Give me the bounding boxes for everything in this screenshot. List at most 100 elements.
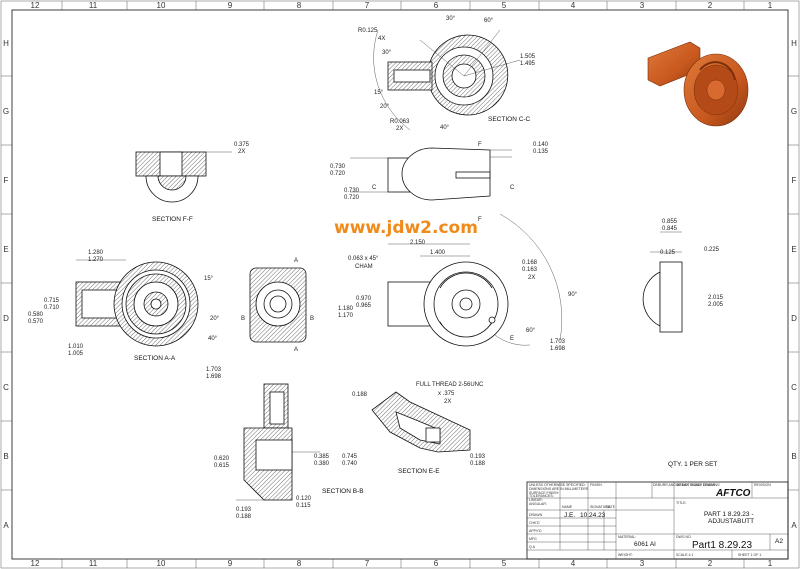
dim-text: 60° xyxy=(484,18,494,24)
section-f-f-view: 0.375 2X SECTION F-F xyxy=(135,142,250,223)
cut-label: A xyxy=(294,258,298,264)
tb-label: DEBURR AND BREAK SHARP EDGES xyxy=(653,483,716,487)
dim-text: R0.125 xyxy=(358,28,378,34)
section-label: SECTION F-F xyxy=(152,216,193,223)
dim-text: 1.005 xyxy=(68,351,84,357)
drawing-number: Part1 8.29.23 xyxy=(692,540,752,551)
col-label-bottom: 4 xyxy=(571,559,576,568)
col-label-top: 3 xyxy=(640,1,645,10)
dim-text: 1.495 xyxy=(520,61,536,67)
tb-label: DIMENSIONS ARE IN MILLIMETERS xyxy=(529,487,589,491)
dim-text: 0.163 xyxy=(522,267,538,273)
dim-text: 0.140 xyxy=(533,142,549,148)
tb-label: DO NOT SCALE DRAWING xyxy=(676,483,720,487)
row-label-right: B xyxy=(791,452,796,461)
dim-text: 40° xyxy=(440,125,450,131)
dim-text: 0.375 xyxy=(234,142,250,148)
drawn-by: J.E. xyxy=(564,512,575,519)
col-label-bottom: 10 xyxy=(157,559,166,568)
col-label-bottom: 2 xyxy=(708,559,713,568)
dim-text: 1.280 xyxy=(88,250,104,256)
sheet-size: A2 xyxy=(775,538,783,545)
dim-text: 1.010 xyxy=(68,344,84,350)
col-label-bottom: 6 xyxy=(434,559,439,568)
dim-text: 0.615 xyxy=(214,463,230,469)
tb-label: REVISION xyxy=(754,483,771,487)
dim-text: 2X xyxy=(396,126,403,132)
tb-label: MATERIAL: xyxy=(618,535,636,539)
dim-text: 2X xyxy=(528,275,535,281)
dim-text: 0.745 xyxy=(342,454,358,460)
tb-label: UNLESS OTHERWISE SPECIFIED: xyxy=(529,483,586,487)
dim-text: 1.698 xyxy=(550,346,566,352)
dim-text: 1.400 xyxy=(430,250,446,256)
dim-text: 0.168 xyxy=(522,260,538,266)
row-label-left: C xyxy=(3,383,9,392)
tb-label: NAME xyxy=(562,505,573,509)
row-label-left: D xyxy=(3,314,9,323)
dim-text: 0.740 xyxy=(342,461,358,467)
dim-text: 0.115 xyxy=(296,503,311,509)
dim-text: 0.570 xyxy=(28,319,44,325)
tb-label: MFG xyxy=(529,537,537,541)
dim-text: 0.063 x 45° xyxy=(348,256,379,262)
col-label-top: 2 xyxy=(708,1,713,10)
dim-text: x .375 xyxy=(438,391,455,397)
company-name: AFTCO xyxy=(715,488,751,499)
dim-text: 0.730 xyxy=(330,164,346,170)
dim-text: R0.063 xyxy=(390,119,410,125)
dim-text: 1.698 xyxy=(206,374,222,380)
tb-label: CHK'D xyxy=(529,521,540,525)
tb-label: TITLE: xyxy=(676,501,687,505)
cut-label: B xyxy=(310,316,314,322)
column-labels: 12 11 10 9 8 7 6 5 4 3 2 1 12 11 10 9 8 … xyxy=(31,1,773,568)
tb-label: DATE xyxy=(606,505,616,509)
dim-text: 0.193 xyxy=(470,454,486,460)
dim-text: 0.380 xyxy=(314,461,330,467)
dim-text: 0.720 xyxy=(330,171,346,177)
tb-label: SIGNATURE xyxy=(590,505,611,509)
row-label-left: G xyxy=(3,107,9,116)
col-label-top: 8 xyxy=(297,1,302,10)
cut-label: F xyxy=(478,217,482,223)
row-label-right: F xyxy=(792,176,797,185)
dim-text: 2.005 xyxy=(708,302,724,308)
dim-text: 0.120 xyxy=(296,496,312,502)
dim-text: FULL THREAD 2-56UNC xyxy=(416,382,484,388)
title-block: UNLESS OTHERWISE SPECIFIED: DIMENSIONS A… xyxy=(526,481,789,560)
row-label-right: E xyxy=(791,245,796,254)
col-label-bottom: 9 xyxy=(228,559,233,568)
dim-text: 0.188 xyxy=(236,514,252,520)
col-label-top: 4 xyxy=(571,1,576,10)
section-a-a-view: 1.280 1.270 0.715 0.710 0.580 0.570 1.01… xyxy=(28,250,222,380)
right-view: 0.855 0.845 0.125 0.225 2.015 2.005 xyxy=(642,219,724,333)
tb-label: SCALE:1:1 xyxy=(676,553,693,557)
dim-text: 0.965 xyxy=(356,303,372,309)
tb-label: FINISH: xyxy=(590,483,602,487)
dim-text: 1.505 xyxy=(520,54,536,60)
row-labels: H G F E D C B A H G F E D C B A xyxy=(3,39,797,530)
cut-label: C xyxy=(510,185,515,191)
dim-text: 0.730 xyxy=(344,188,360,194)
cut-label: A xyxy=(294,347,298,353)
tb-label: SHEET 1 OF 1 xyxy=(738,553,761,557)
col-label-top: 6 xyxy=(434,1,439,10)
dim-text: 30° xyxy=(446,16,456,22)
dim-text: 30° xyxy=(382,50,392,56)
drawn-date: 10.24.23 xyxy=(580,512,606,519)
cut-label: E xyxy=(510,336,514,342)
col-label-top: 5 xyxy=(502,1,507,10)
dim-text: 40° xyxy=(208,336,218,342)
cut-label: C xyxy=(372,185,377,191)
part-3d-view xyxy=(647,41,749,127)
dim-text: CHAM xyxy=(355,264,373,270)
section-label: SECTION C-C xyxy=(488,116,531,123)
row-label-right: C xyxy=(791,383,797,392)
dim-text: 0.580 xyxy=(28,312,44,318)
dim-text: 1.703 xyxy=(550,339,566,345)
dim-text: 0.620 xyxy=(214,456,230,462)
dim-text: 0.188 xyxy=(470,461,486,467)
section-b-b-view: 0.620 0.615 0.385 0.380 0.745 0.740 0.12… xyxy=(214,383,364,520)
